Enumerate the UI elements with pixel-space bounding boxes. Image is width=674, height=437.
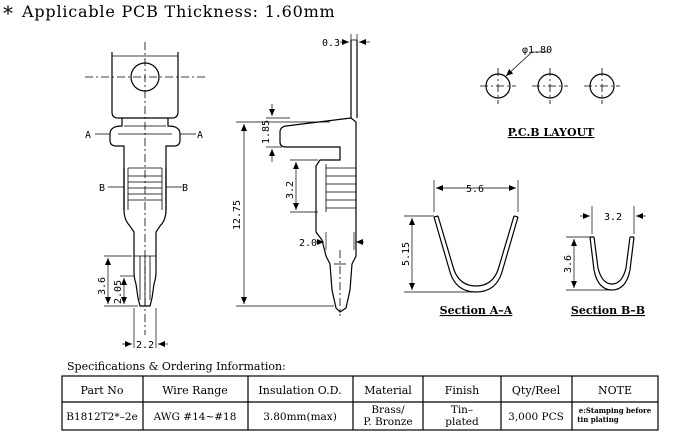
dim-2-0: 2.0 xyxy=(299,238,317,249)
cell-part-no: B1812T2*–2e xyxy=(66,411,138,423)
dim-1-85: 1.85 xyxy=(261,120,272,144)
cell-qty-reel: 3,000 PCS xyxy=(508,411,564,423)
cell-wire-range: AWG #14~#18 xyxy=(153,411,237,423)
cell-material-line2: P. Bronze xyxy=(363,416,412,428)
cell-material-line1: Brass/ xyxy=(371,404,405,416)
header-insulation-od: Insulation O.D. xyxy=(258,384,341,397)
section-bb-height: 3.6 xyxy=(563,255,574,273)
section-aa-width: 5.6 xyxy=(466,184,484,195)
dim-0-3: 0.3 xyxy=(322,38,340,49)
section-aa-height: 5.15 xyxy=(401,242,412,266)
section-bb-caption: Section B–B xyxy=(571,304,645,317)
section-b-left-label: B xyxy=(99,183,105,194)
spec-table-title: Specifications & Ordering Information: xyxy=(67,360,286,373)
dim-3-6-front: 3.6 xyxy=(97,277,108,295)
section-bb: 3.2 3.6 Section B–B xyxy=(563,206,646,317)
cell-insulation-od: 3.80mm(max) xyxy=(263,411,337,423)
section-b-right-label: B xyxy=(182,183,188,194)
section-a-left-label: A xyxy=(85,130,91,141)
cell-finish-line2: plated xyxy=(445,416,479,428)
header-bullet: * xyxy=(3,1,13,25)
dim-2-2: 2.2 xyxy=(136,340,154,351)
header-material: Material xyxy=(364,384,412,397)
cell-note-line1: e:Stamping before xyxy=(579,406,652,415)
header-finish: Finish xyxy=(445,384,479,397)
section-bb-width: 3.2 xyxy=(604,212,622,223)
pcb-hole-2 xyxy=(532,68,568,104)
pcb-hole-1 xyxy=(480,68,516,104)
dim-3-2-side: 3.2 xyxy=(285,181,296,199)
pcb-hole-3 xyxy=(584,68,620,104)
spec-table: Specifications & Ordering Information: P… xyxy=(61,360,659,431)
front-view: A A B B 3.6 2.05 2.2 xyxy=(85,42,205,351)
dim-2-05: 2.05 xyxy=(113,280,124,304)
dim-12-75: 12.75 xyxy=(232,200,243,230)
section-aa: 5.6 5.15 Section A–A xyxy=(401,180,519,317)
header-title: Applicable PCB Thickness: 1.60mm xyxy=(21,2,336,21)
header-wire-range: Wire Range xyxy=(162,384,228,397)
header-part-no: Part No xyxy=(81,384,124,397)
pcb-layout-caption: P.C.B LAYOUT xyxy=(508,126,596,139)
pcb-hole-diameter: φ1.80 xyxy=(522,45,552,56)
header-note: NOTE xyxy=(598,384,632,397)
section-aa-caption: Section A–A xyxy=(440,304,513,317)
section-a-right-label: A xyxy=(197,130,203,141)
cell-finish-line1: Tin– xyxy=(451,404,473,416)
header-qty-reel: Qty/Reel xyxy=(512,384,561,397)
side-view: 0.3 1.85 3.2 12.75 2.0 xyxy=(232,34,370,316)
cell-note-line2: tin plating xyxy=(577,415,618,424)
header: * Applicable PCB Thickness: 1.60mm xyxy=(3,1,336,25)
pcb-layout: φ1.80 P.C.B LAYOUT xyxy=(480,45,620,139)
